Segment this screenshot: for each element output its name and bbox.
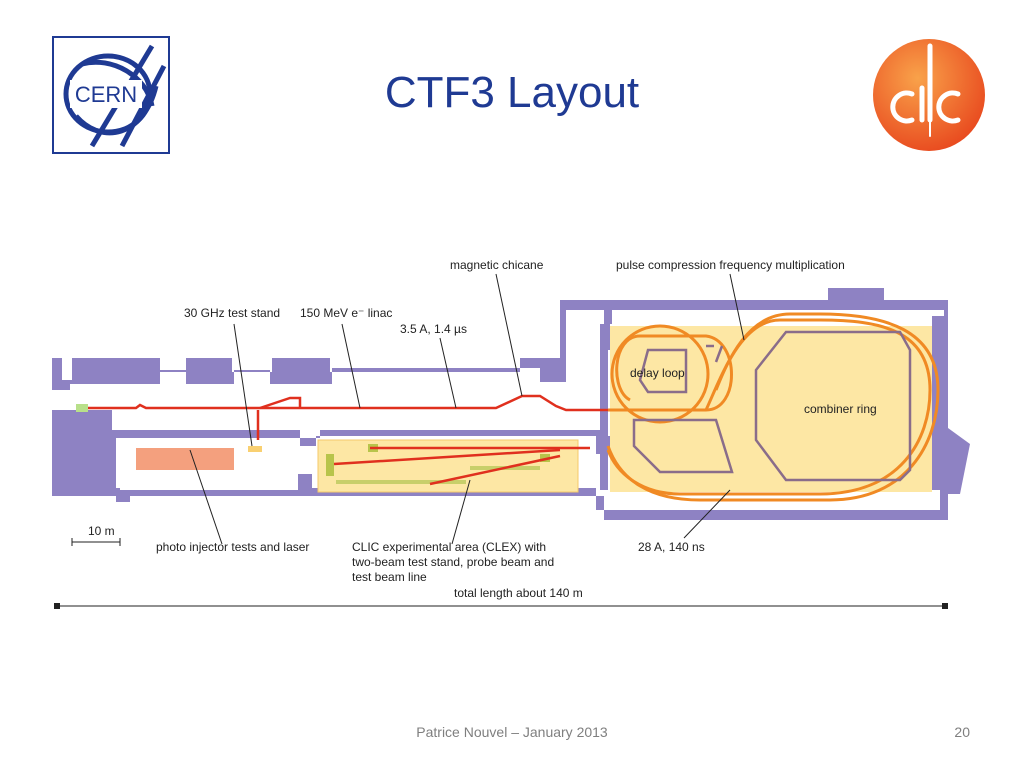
label-photo-injector: photo injector tests and laser	[156, 540, 310, 554]
label-magnetic-chicane: magnetic chicane	[450, 258, 544, 272]
label-current-short: 3.5 A, 1.4 µs	[400, 322, 467, 336]
page-number: 20	[954, 724, 970, 740]
footer-author: Patrice Nouvel – January 2013	[416, 724, 608, 740]
label-delay-loop: delay loop	[630, 366, 685, 380]
label-scale: 10 m	[88, 524, 115, 538]
label-linac: 150 MeV e⁻ linac	[300, 306, 393, 320]
ctf3-layout-diagram: magnetic chicane pulse compression frequ…	[0, 240, 1024, 620]
svg-text:CERN: CERN	[75, 82, 137, 107]
clic-logo	[870, 36, 988, 154]
label-clex: CLIC experimental area (CLEX) with two-b…	[352, 540, 555, 584]
cern-logo: CERN	[52, 36, 170, 154]
label-total-length: total length about 140 m	[454, 586, 583, 600]
label-30ghz-test-stand: 30 GHz test stand	[184, 306, 281, 320]
label-pulse-compression: pulse compression frequency multiplicati…	[616, 258, 845, 272]
slide-title: CTF3 Layout	[384, 68, 640, 117]
label-current-long: 28 A, 140 ns	[638, 540, 705, 554]
label-combiner-ring: combiner ring	[804, 402, 877, 416]
